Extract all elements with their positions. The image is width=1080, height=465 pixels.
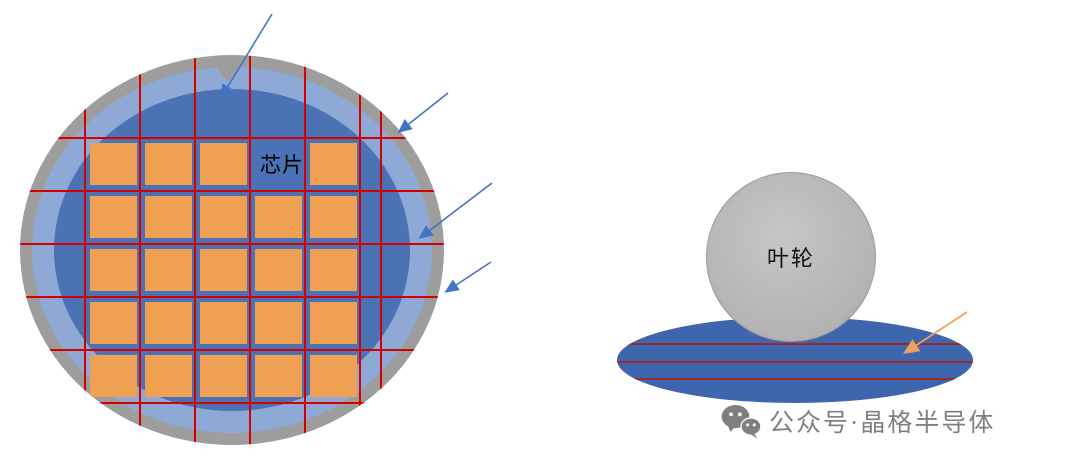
chip	[90, 249, 137, 291]
impeller-label: 叶轮	[766, 246, 815, 271]
chip	[310, 249, 357, 291]
wechat-icon	[721, 404, 762, 439]
scribe-line-horizontal	[20, 349, 444, 351]
chip	[90, 143, 137, 185]
chip	[200, 355, 247, 397]
scribe-line-vertical	[304, 55, 306, 445]
chip-label: 芯片	[260, 153, 304, 177]
chip	[145, 196, 192, 238]
chip	[310, 302, 357, 344]
watermark-text: 公众号·晶格半导体	[769, 410, 996, 437]
chip	[145, 355, 192, 397]
chip	[200, 143, 247, 185]
scribe-line-horizontal	[20, 137, 444, 139]
chip	[145, 249, 192, 291]
chip	[200, 302, 247, 344]
scribe-line-horizontal	[20, 296, 444, 298]
chip	[310, 143, 357, 185]
chip	[200, 249, 247, 291]
chip	[90, 302, 137, 344]
chip	[145, 143, 192, 185]
chip	[90, 355, 137, 397]
scribe-line-vertical	[380, 55, 382, 445]
scribe-line-horizontal	[20, 243, 444, 245]
scribe-line-vertical	[249, 55, 251, 445]
scribe-line-vertical	[84, 55, 86, 445]
scribe-line-vertical	[359, 55, 361, 445]
chip	[145, 302, 192, 344]
chip	[90, 196, 137, 238]
film-layer-line	[617, 343, 973, 345]
chip	[255, 302, 302, 344]
chip	[255, 249, 302, 291]
scribe-line-vertical	[139, 55, 141, 445]
wafer-notch	[214, 65, 242, 82]
scribe-line-horizontal	[20, 190, 444, 192]
chip	[255, 196, 302, 238]
active-area-annotation-arrow	[444, 261, 492, 293]
chip	[310, 355, 357, 397]
impeller: 叶轮	[706, 172, 876, 342]
chip	[200, 196, 247, 238]
film-layer-line	[617, 378, 973, 380]
edge-ring-annotation-arrow	[397, 92, 449, 133]
film-layer-line	[617, 361, 973, 363]
chip	[255, 355, 302, 397]
scribe-line-horizontal	[20, 402, 444, 404]
scribe-line-vertical	[194, 55, 196, 445]
chip	[310, 196, 357, 238]
wafer-top-view: 芯片	[20, 55, 444, 445]
watermark: 公众号·晶格半导体	[720, 399, 995, 443]
